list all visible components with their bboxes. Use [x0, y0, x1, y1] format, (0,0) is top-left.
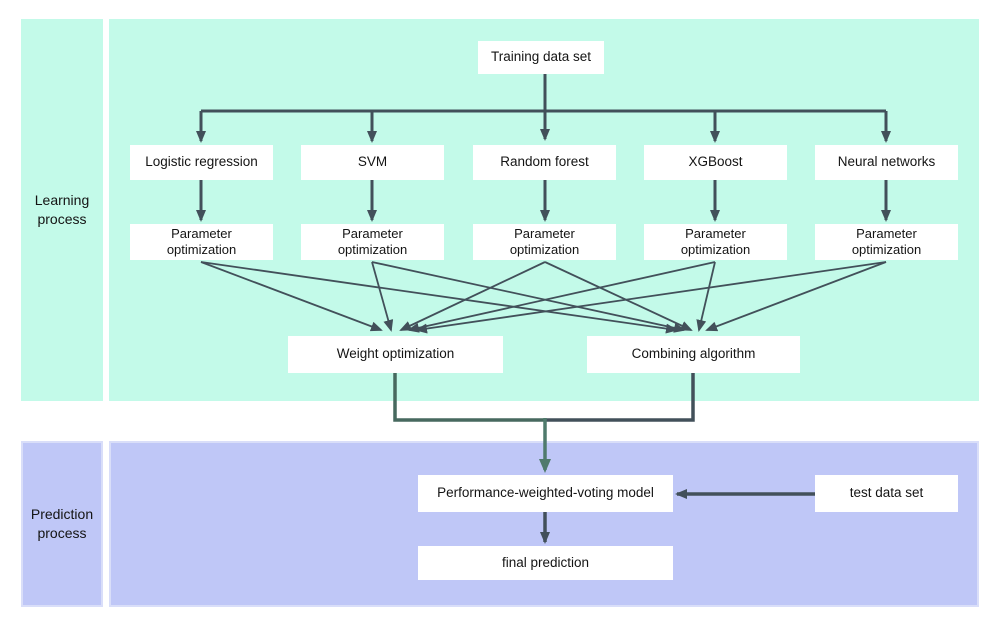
node-combining-algorithm: Combining algorithm — [587, 336, 800, 373]
node-parameter-optimization-1: Parameter optimization — [130, 224, 273, 260]
node-training-data-set: Training data set — [478, 41, 604, 74]
node-xgboost: XGBoost — [644, 145, 787, 180]
learning-process-label: Learning process — [34, 192, 90, 227]
node-final-prediction: final prediction — [418, 546, 673, 580]
learning-section-band — [109, 19, 979, 401]
node-performance-weighted-voting-model: Performance-weighted-voting model — [418, 475, 673, 512]
node-test-data-set: test data set — [815, 475, 958, 512]
node-random-forest: Random forest — [473, 145, 616, 180]
node-parameter-optimization-3: Parameter optimization — [473, 224, 616, 260]
node-weight-optimization: Weight optimization — [288, 336, 503, 373]
prediction-section-band — [109, 441, 979, 607]
node-svm: SVM — [301, 145, 444, 180]
prediction-process-label: Prediction process — [30, 506, 94, 541]
prediction-section-label-band — [21, 441, 103, 607]
node-neural-networks: Neural networks — [815, 145, 958, 180]
learning-section-label-band — [21, 19, 103, 401]
node-logistic-regression: Logistic regression — [130, 145, 273, 180]
node-parameter-optimization-2: Parameter optimization — [301, 224, 444, 260]
node-parameter-optimization-4: Parameter optimization — [644, 224, 787, 260]
node-parameter-optimization-5: Parameter optimization — [815, 224, 958, 260]
